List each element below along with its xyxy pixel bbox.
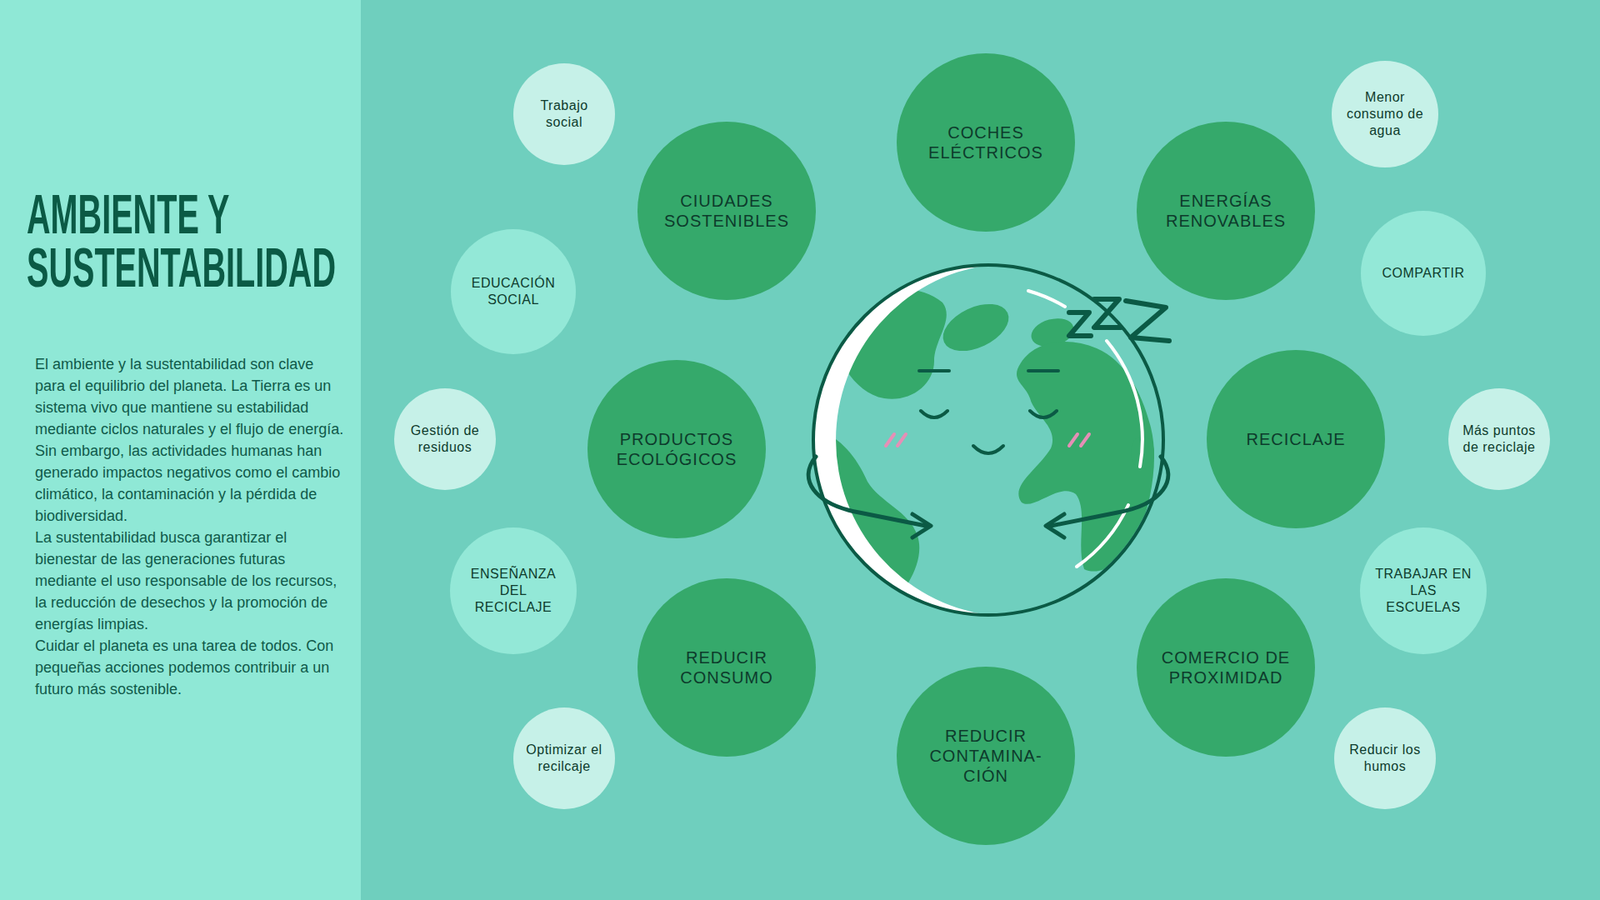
body-paragraph: Cuidar el planeta es una tarea de todos.… (35, 635, 345, 700)
idea-bubble: Más puntos de reciclaje (1448, 388, 1550, 490)
topic-circle: CIUDADES SOSTENIBLES (637, 121, 816, 300)
circle-label: COCHES ELÉCTRICOS (914, 122, 1058, 163)
circle-label: Optimizar el recilcaje (524, 741, 605, 775)
circle-label: ENSEÑANZA DEL RECICLAJE (461, 565, 565, 616)
face (919, 370, 1059, 454)
sleeping-earth-illustration (809, 260, 1168, 620)
blush (885, 434, 1090, 446)
intro-text: El ambiente y la sustentabilidad son cla… (35, 353, 345, 700)
circle-label: Gestión de residuos (405, 422, 485, 456)
topic-circle: REDUCIR CONTAMINA- CIÓN (896, 666, 1075, 845)
circle-label: TRABAJAR EN LAS ESCUELAS (1371, 565, 1475, 616)
topic-circle: RECICLAJE (1206, 350, 1385, 529)
idea-bubble: Reducir los humos (1334, 707, 1436, 810)
circle-label: RECICLAJE (1245, 429, 1345, 450)
circle-label: COMPARTIR (1381, 265, 1465, 282)
globe-crescent (813, 265, 989, 615)
idea-bubble: Gestión de residuos (394, 388, 496, 490)
circle-label: Menor consumo de agua (1345, 89, 1425, 140)
hugging-arms (808, 456, 1169, 538)
idea-bubble: Trabajo social (513, 63, 615, 165)
body-paragraph: La sustentabilidad busca garantizar el b… (35, 526, 345, 635)
idea-bubble: Menor consumo de agua (1331, 60, 1439, 168)
sleep-zzz (1069, 299, 1170, 341)
topic-circle: COMERCIO DE PROXIMIDAD (1136, 578, 1315, 757)
topic-circle: REDUCIR CONSUMO (637, 578, 816, 757)
page-title: AMBIENTE Y SUSTENTABILIDAD (26, 187, 352, 295)
circle-label: PRODUCTOS ECOLÓGICOS (605, 429, 749, 470)
idea-bubble: Optimizar el recilcaje (513, 707, 615, 810)
circle-label: REDUCIR CONSUMO (655, 647, 799, 688)
idea-bubble: ENSEÑANZA DEL RECICLAJE (450, 527, 577, 655)
globe-outline (813, 265, 1164, 615)
topic-circle: ENERGÍAS RENOVABLES (1136, 121, 1315, 300)
circle-label: Más puntos de reciclaje (1459, 422, 1540, 456)
circle-label: REDUCIR CONTAMINA- CIÓN (914, 725, 1058, 786)
circle-label: ENERGÍAS RENOVABLES (1154, 190, 1298, 231)
idea-bubble: COMPARTIR (1360, 210, 1486, 336)
globe-highlights (1028, 290, 1143, 567)
globe-disc (813, 265, 1164, 615)
circle-label: EDUCACIÓN SOCIAL (461, 275, 565, 309)
circle-label: COMERCIO DE PROXIMIDAD (1154, 647, 1298, 688)
body-paragraph: Sin embargo, las actividades humanas han… (35, 440, 345, 527)
body-paragraph: El ambiente y la sustentabilidad son cla… (35, 353, 345, 440)
circle-label: Reducir los humos (1345, 741, 1425, 775)
circle-label: CIUDADES SOSTENIBLES (655, 190, 799, 231)
idea-bubble: EDUCACIÓN SOCIAL (450, 229, 576, 355)
topic-circle: PRODUCTOS ECOLÓGICOS (587, 360, 766, 539)
idea-bubble: TRABAJAR EN LAS ESCUELAS (1360, 527, 1487, 655)
topic-circle: COCHES ELÉCTRICOS (896, 53, 1075, 232)
circle-label: Trabajo social (524, 97, 605, 131)
